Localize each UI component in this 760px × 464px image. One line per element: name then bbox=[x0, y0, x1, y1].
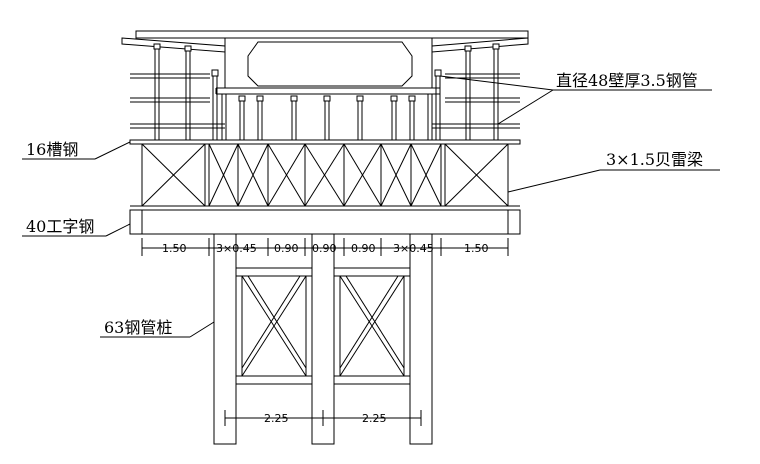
steel-pipe-scaffold bbox=[130, 43, 520, 142]
dim-bottom-1: 2.25 bbox=[264, 412, 289, 425]
label-i-beam: 40工字钢 bbox=[26, 217, 94, 236]
dim-top-6: 3×0.45 bbox=[393, 242, 434, 255]
dim-top-5: 0.90 bbox=[351, 242, 376, 255]
channel-steel bbox=[129, 139, 521, 145]
dim-top-3: 0.90 bbox=[274, 242, 299, 255]
bailey-beam bbox=[141, 143, 509, 207]
leader-lines bbox=[22, 75, 720, 338]
i-beam bbox=[129, 205, 521, 235]
dim-top-4: 0.90 bbox=[312, 242, 337, 255]
dim-bottom-2: 2.25 bbox=[362, 412, 387, 425]
top-dimension-line bbox=[141, 238, 509, 256]
label-pipe-pile: 63钢管桩 bbox=[104, 318, 172, 337]
steel-pipe-piles bbox=[213, 233, 433, 445]
dim-top-7: 1.50 bbox=[464, 242, 489, 255]
label-channel-steel: 16槽钢 bbox=[26, 140, 78, 159]
dim-top-1: 1.50 bbox=[162, 242, 187, 255]
label-steel-pipe: 直径48壁厚3.5钢管 bbox=[556, 71, 698, 90]
label-bailey-beam: 3×1.5贝雷梁 bbox=[606, 150, 703, 169]
box-girder bbox=[121, 30, 529, 95]
dim-top-2: 3×0.45 bbox=[216, 242, 257, 255]
bottom-dimension-line bbox=[224, 410, 422, 426]
